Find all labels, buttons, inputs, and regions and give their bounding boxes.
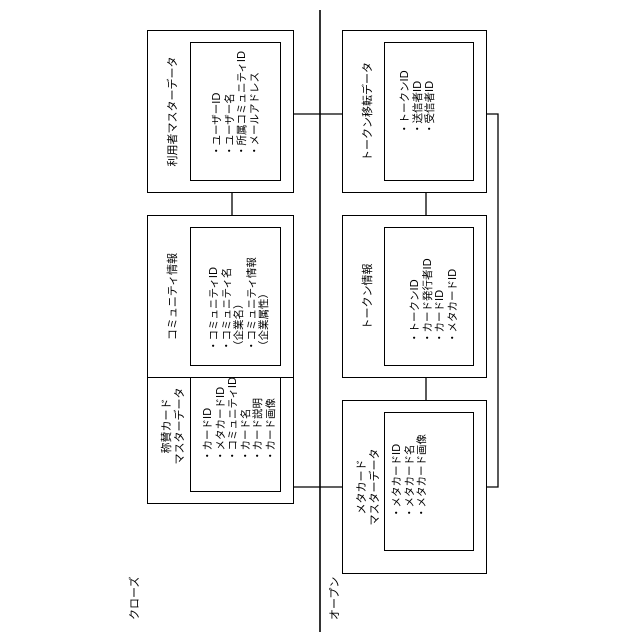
field-item: ・コミュニティID [227, 377, 240, 461]
field-item: ・受信者ID [424, 70, 437, 134]
field-list: ・ユーザーID ・ユーザー名 ・所属コミュニティID ・メールアドレス [211, 51, 261, 156]
field-item: ・カード名 [240, 377, 253, 461]
field-item: ・トークンID [399, 70, 412, 134]
field-list: ・カードID ・メタカードID ・コミュニティID ・カード名 ・カード説明 ・… [202, 377, 277, 461]
entity-title: コミュニティ情報 [166, 216, 179, 377]
field-item: ・コミュニティ情報 （企業属性） [246, 257, 271, 351]
field-item: ・カードID [434, 258, 447, 343]
entity-title: トークン移転データ [361, 31, 374, 192]
field-list: ・コミュニティID ・コミュニティ名 （企業名） ・コミュニティ情報 （企業属性… [208, 257, 271, 351]
entity-title: メタカード マスターデータ [355, 401, 381, 573]
field-item: ・カード発行者ID [422, 258, 435, 343]
field-item: ・メタカード画像 [416, 434, 429, 518]
field-item: ・送信者ID [412, 70, 425, 134]
field-list: ・トークンID ・送信者ID ・受信者ID [399, 70, 437, 134]
entity-fields-box: ・トークンID ・カード発行者ID ・カードID ・メタカードID [384, 227, 474, 366]
entity-fields-box: ・ユーザーID ・ユーザー名 ・所属コミュニティID ・メールアドレス [190, 42, 281, 181]
entity-fields-box: ・コミュニティID ・コミュニティ名 （企業名） ・コミュニティ情報 （企業属性… [190, 227, 281, 366]
entity-title: 利用者マスターデータ [166, 31, 179, 192]
entity-token-transfer: トークン移転データ ・トークンID ・送信者ID ・受信者ID [342, 30, 487, 193]
field-item: ・コミュニティ名 （企業名） [221, 257, 246, 351]
field-item: ・メールアドレス [249, 51, 262, 156]
field-item: ・ユーザー名 [224, 51, 237, 156]
entity-fields-box: ・トークンID ・送信者ID ・受信者ID [384, 42, 474, 181]
field-item: ・ユーザーID [211, 51, 224, 156]
field-item: ・コミュニティID [208, 257, 221, 351]
field-item: ・カード説明 [252, 377, 265, 461]
entity-user-master: 利用者マスターデータ ・ユーザーID ・ユーザー名 ・所属コミュニティID ・メ… [147, 30, 294, 193]
field-item: ・メタカードID [391, 434, 404, 518]
entity-fields-box: ・カードID ・メタカードID ・コミュニティID ・カード名 ・カード説明 ・… [190, 360, 281, 492]
field-item: ・メタカードID [447, 258, 460, 343]
zone-label-closed: クローズ [126, 577, 142, 620]
field-item: ・メタカード名 [404, 434, 417, 518]
zone-label-open: オープン [326, 577, 342, 620]
field-item: ・トークンID [409, 258, 422, 343]
entity-token-info: トークン情報 ・トークンID ・カード発行者ID ・カードID ・メタカードID [342, 215, 487, 378]
entity-community-info: コミュニティ情報 ・コミュニティID ・コミュニティ名 （企業名） ・コミュニテ… [147, 215, 294, 378]
field-item: ・メタカードID [215, 377, 228, 461]
field-list: ・メタカードID ・メタカード名 ・メタカード画像 [391, 434, 429, 518]
field-item: ・カード画像 [265, 377, 278, 461]
entity-title: トークン情報 [361, 216, 374, 377]
field-item: ・所属コミュニティID [236, 51, 249, 156]
field-item: ・カードID [202, 377, 215, 461]
entity-fields-box: ・メタカードID ・メタカード名 ・メタカード画像 [384, 412, 474, 551]
field-list: ・トークンID ・カード発行者ID ・カードID ・メタカードID [409, 258, 459, 343]
entity-metacard-master: メタカード マスターデータ ・メタカードID ・メタカード名 ・メタカード画像 [342, 400, 487, 574]
